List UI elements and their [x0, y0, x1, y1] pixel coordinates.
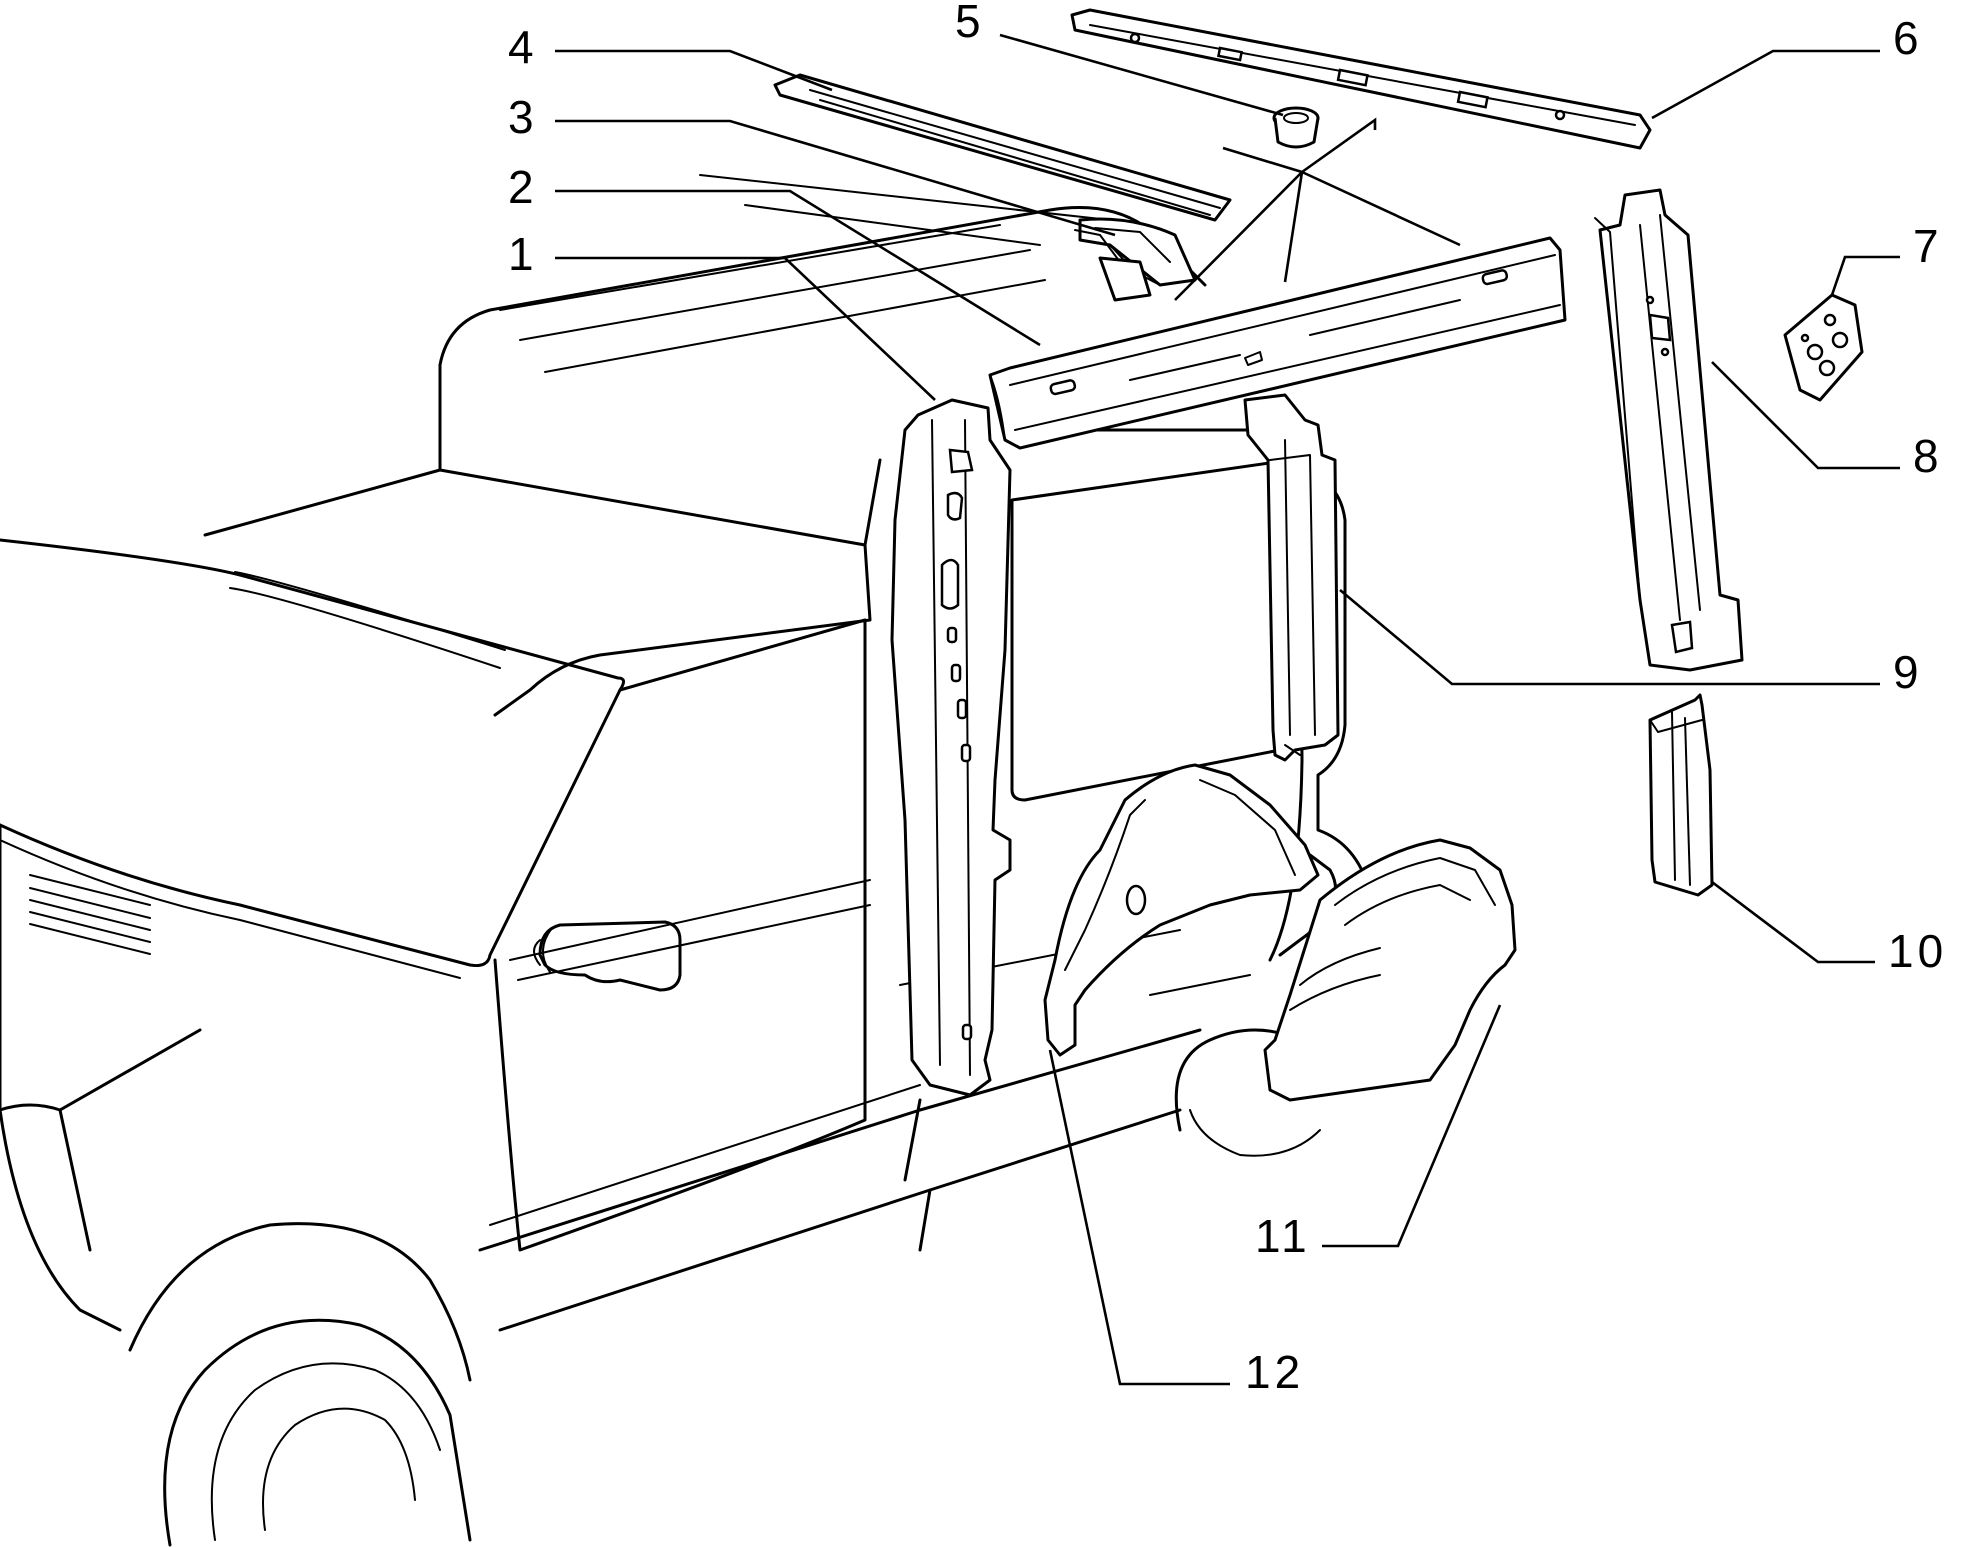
callout-5: 5: [955, 0, 985, 47]
leader-11: [1322, 1004, 1502, 1248]
front-wheel-hub: [262, 1407, 416, 1531]
part-6-roof-rail: [1070, 8, 1652, 150]
leader-9: [1339, 589, 1880, 686]
callout-labels: 4 3 2 1 5 6 7 8 9 10 11 12: [508, 0, 1947, 1398]
side-mirror: [538, 920, 682, 992]
leader-8: [1711, 361, 1900, 470]
side-window: [1010, 458, 1302, 802]
callout-10: 10: [1888, 925, 1947, 977]
leader-5: [999, 33, 1284, 117]
door-sill: [478, 1028, 1202, 1332]
leader-1: [555, 256, 936, 401]
hood-outline: [203, 468, 872, 717]
callout-4: 4: [508, 21, 538, 73]
hood-crease: [229, 571, 506, 669]
part-10-channel: [1648, 693, 1714, 897]
leader-12: [1048, 1049, 1230, 1386]
windshield-inner: [0, 839, 461, 979]
door-window-line: [509, 879, 871, 981]
front-wheel-arch: [128, 1222, 472, 1382]
callout-12: 12: [1245, 1346, 1304, 1398]
callout-11: 11: [1255, 1210, 1311, 1262]
callout-1: 1: [508, 228, 538, 280]
callout-9: 9: [1893, 646, 1923, 698]
callout-3: 3: [508, 91, 538, 143]
callout-8: 8: [1913, 430, 1943, 482]
body-side-stripe: [489, 929, 1251, 1226]
leader-5-branches: [1174, 117, 1461, 301]
mirror-mount: [533, 927, 553, 973]
leader-10: [1711, 880, 1875, 964]
grille-slats: [29, 874, 151, 955]
cab-back: [863, 458, 932, 1252]
callout-6: 6: [1893, 12, 1923, 64]
leader-7: [1830, 255, 1900, 296]
part-7-bracket: [1783, 293, 1864, 402]
front-edge: [0, 1028, 202, 1252]
part-2-rear-header: [988, 236, 1567, 450]
rear-wheel: [1174, 1028, 1302, 1132]
leader-4: [555, 49, 833, 92]
front-nose: [0, 823, 122, 1332]
front-door: [493, 618, 867, 1252]
callout-2: 2: [508, 161, 538, 213]
leader-3: [555, 119, 1116, 237]
roof-ribs: [499, 174, 1111, 373]
windshield: [0, 538, 625, 967]
leader-6: [1651, 49, 1880, 120]
part-4-roof-rail: [773, 73, 1232, 302]
leader-2: [555, 189, 1041, 347]
front-wheel: [163, 1318, 472, 1547]
part-9-pillar: [1243, 393, 1340, 762]
part-11-wheelhouse: [1263, 838, 1517, 1102]
leader-lines: [555, 33, 1900, 1386]
part-1-b-pillar: [890, 398, 1012, 1097]
rear-wheel-inner: [1189, 1109, 1321, 1157]
part-5-grommet: [1272, 106, 1320, 149]
callout-7: 7: [1913, 220, 1943, 272]
front-wheel-inner: [210, 1362, 441, 1541]
part-8-rear-pillar: [1594, 188, 1744, 672]
part-12-wheelhouse: [1043, 763, 1320, 1057]
